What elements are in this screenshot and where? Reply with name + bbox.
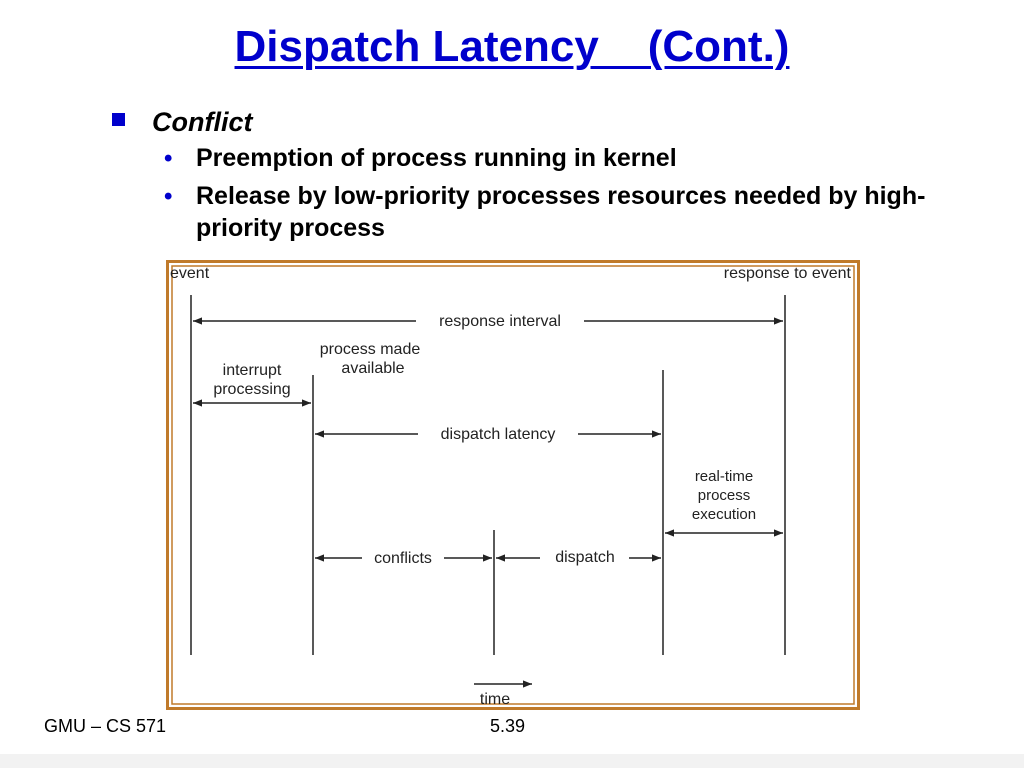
dispatch-latency-label: dispatch latency [441, 426, 556, 443]
diagram-frame-outer [166, 260, 860, 710]
bullet-conflict: Conflict [112, 104, 942, 140]
slide-title: Dispatch Latency (Cont.) [234, 22, 790, 71]
sub-bullet-preemption: • Preemption of process running in kerne… [164, 142, 942, 176]
process-label: process [698, 487, 751, 504]
bottom-band [0, 754, 1024, 768]
response-interval-label: response interval [439, 313, 561, 330]
process-made-label: process made [320, 341, 421, 358]
bullet-conflict-text: Conflict [152, 107, 253, 137]
dot-bullet-icon: • [164, 183, 173, 210]
processing-label: processing [213, 381, 290, 398]
sub-bullet-text: Release by low-priority processes resour… [196, 182, 926, 242]
dispatch-latency-diagram: event response to event response interva… [166, 260, 860, 710]
dot-bullet-icon: • [164, 145, 173, 172]
footer-course: GMU – CS 571 [44, 716, 167, 736]
realtime-label: real-time [695, 468, 753, 485]
time-label: time [480, 691, 510, 708]
interrupt-label: interrupt [223, 362, 282, 379]
bullet-list: Conflict • Preemption of process running… [112, 104, 942, 244]
response-to-event-label: response to event [724, 265, 852, 282]
sub-bullet-text: Preemption of process running in kernel [196, 144, 677, 172]
sub-bullet-release: • Release by low-priority processes reso… [164, 180, 942, 244]
event-label: event [170, 265, 210, 282]
execution-label: execution [692, 506, 756, 523]
footer-page-number: 5.39 [490, 716, 526, 736]
available-label: available [341, 360, 404, 377]
square-bullet-icon [112, 113, 125, 126]
conflicts-label: conflicts [374, 550, 432, 567]
diagram-frame-inner [171, 265, 855, 705]
dispatch-label: dispatch [555, 549, 615, 566]
